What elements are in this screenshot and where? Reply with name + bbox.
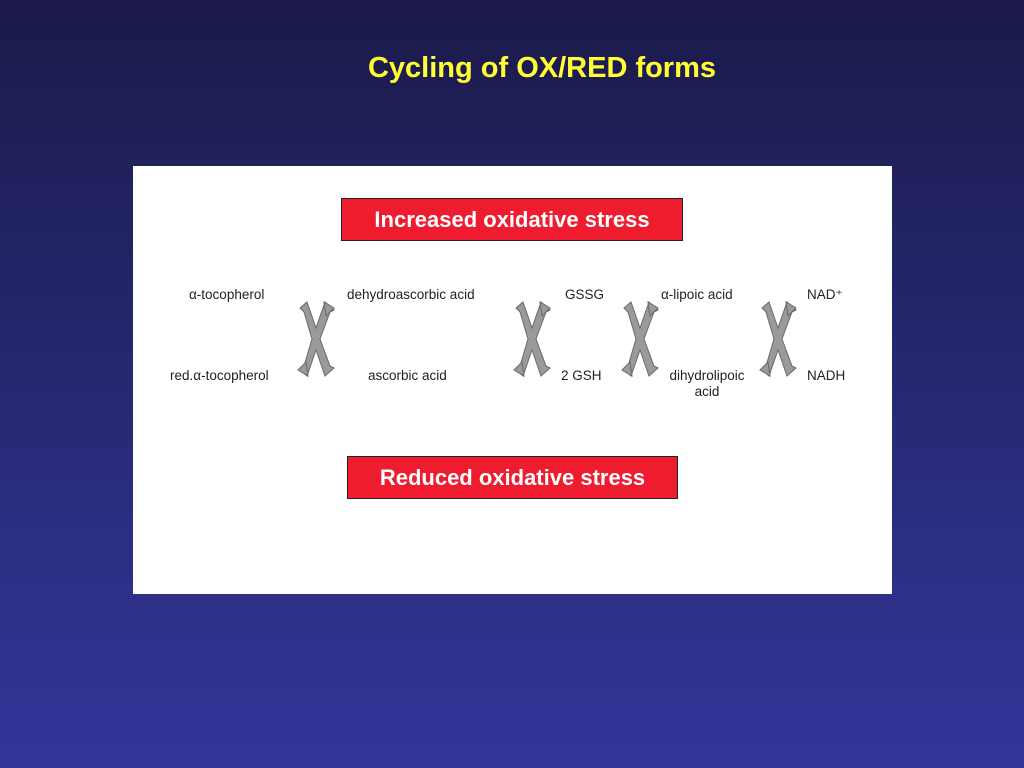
label-nad-plus: NAD⁺: [807, 287, 843, 302]
exchange-arrows-icon: [513, 301, 551, 377]
label-alpha-lipoic-acid: α-lipoic acid: [661, 287, 733, 302]
increased-stress-box: Increased oxidative stress: [341, 198, 683, 241]
diagram-panel: Increased oxidative stress α-tocopherol …: [133, 166, 892, 594]
exchange-arrows-icon: [759, 301, 797, 377]
reduced-stress-box: Reduced oxidative stress: [347, 456, 678, 499]
exchange-arrows-icon: [621, 301, 659, 377]
label-gssg: GSSG: [565, 287, 605, 302]
label-ascorbic-acid: ascorbic acid: [368, 368, 447, 383]
label-alpha-tocopherol: α-tocopherol: [189, 287, 265, 302]
label-nadh: NADH: [807, 368, 846, 383]
label-red-alpha-tocopherol: red.α-tocopherol: [170, 368, 269, 383]
exchange-arrows-icon: [297, 301, 335, 377]
label-dehydroascorbic-acid: dehydroascorbic acid: [347, 287, 475, 302]
label-2-gsh: 2 GSH: [561, 368, 602, 383]
label-dihydrolipoic-acid: dihydrolipoic acid: [669, 368, 745, 399]
slide-title: Cycling of OX/RED forms: [367, 52, 717, 84]
